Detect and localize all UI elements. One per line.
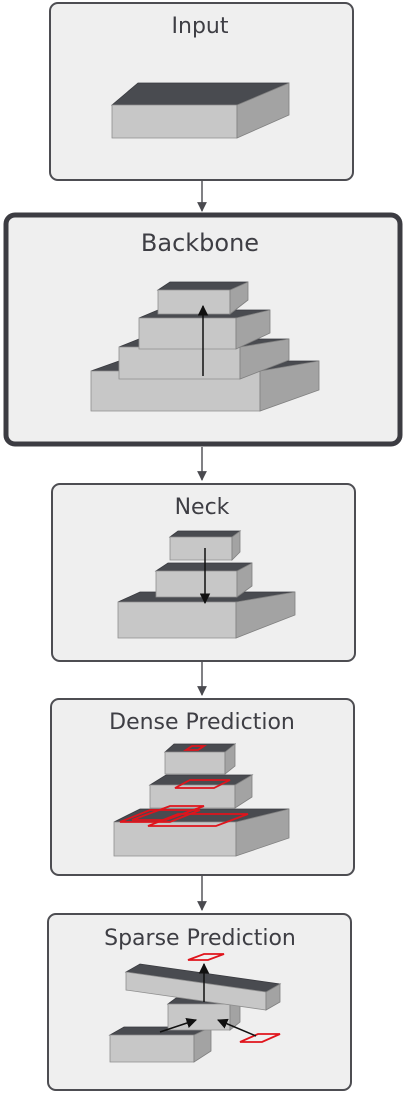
stage-input: Input xyxy=(49,2,354,181)
stage-neck-title: Neck xyxy=(175,495,230,520)
stage-sparse: Sparse Prediction xyxy=(47,913,352,1091)
neck-slab-1 xyxy=(168,530,242,561)
stage-sparse-title: Sparse Prediction xyxy=(104,926,296,951)
stage-backbone-title: Backbone xyxy=(141,229,259,257)
input-slab xyxy=(110,82,290,139)
stage-dense-title: Dense Prediction xyxy=(109,710,295,735)
sparse-red-box-top xyxy=(187,953,225,961)
dense-slab-1 xyxy=(163,743,237,775)
stage-input-title: Input xyxy=(172,14,229,39)
dense-red-boxes xyxy=(119,745,249,827)
stage-backbone: Backbone xyxy=(3,212,403,447)
sparse-red-box-right xyxy=(239,1033,281,1043)
backbone-slab-1 xyxy=(156,281,249,315)
sparse-arrow-left xyxy=(159,1018,197,1033)
stage-dense: Dense Prediction xyxy=(50,698,355,876)
backbone-slab-2 xyxy=(138,309,271,350)
sparse-arrow-right xyxy=(217,1018,257,1037)
sparse-bar-long xyxy=(124,963,282,1011)
stage-neck: Neck xyxy=(51,483,356,662)
sparse-slab-bottom xyxy=(108,1026,212,1063)
dense-slab-3 xyxy=(113,808,290,857)
neck-slab-2 xyxy=(154,562,253,598)
